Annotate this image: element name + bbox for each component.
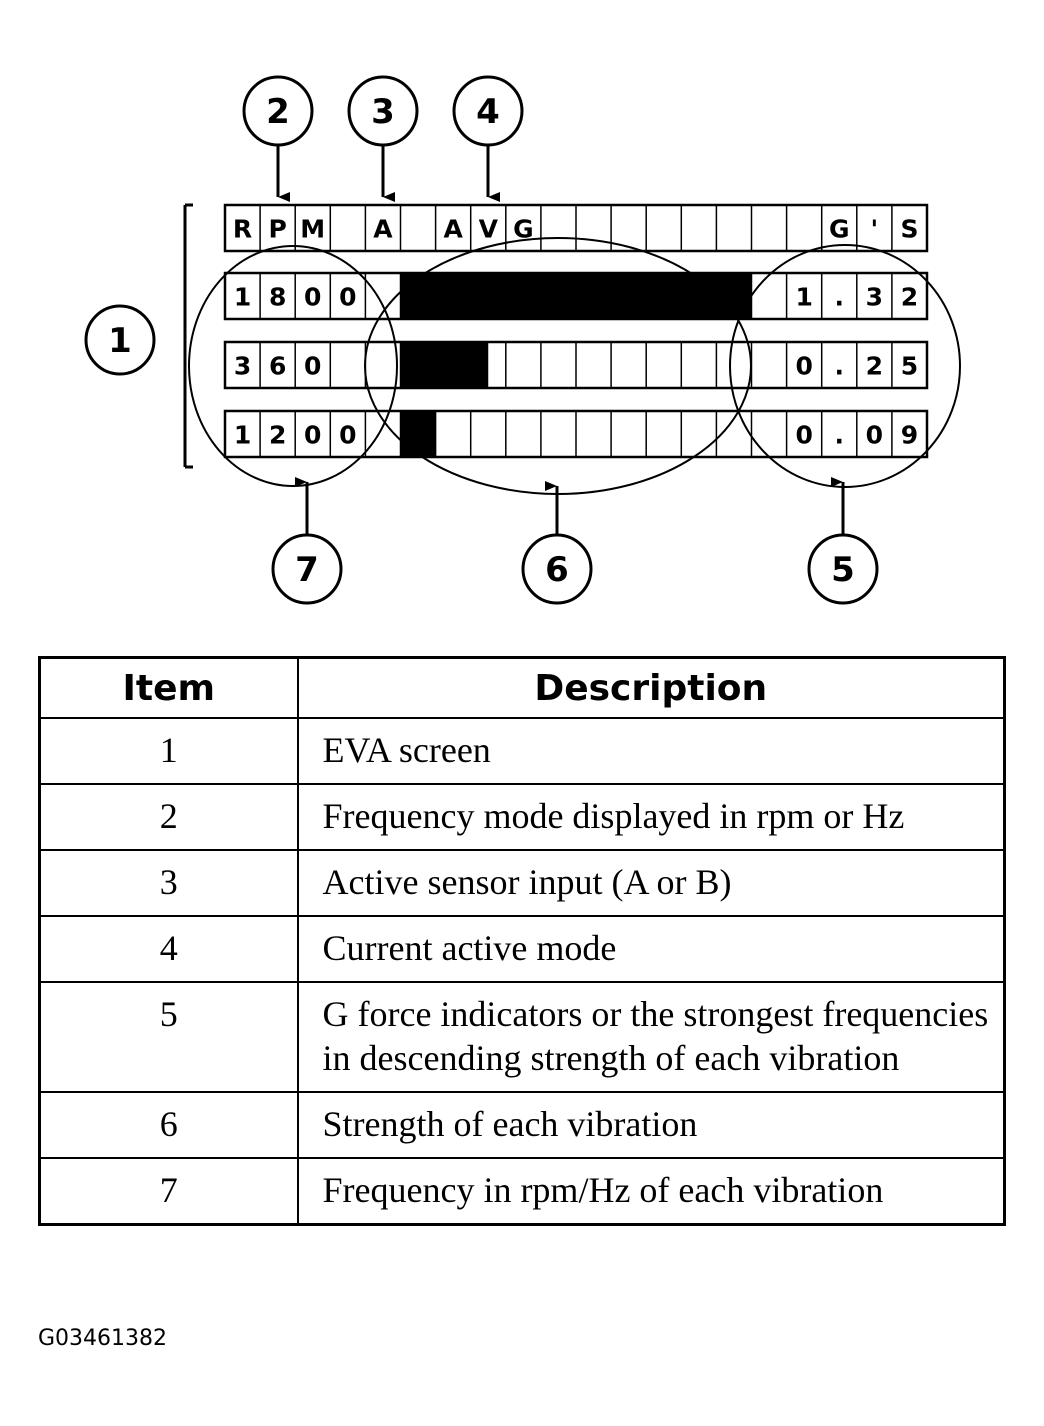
svg-text:2: 2 — [266, 92, 290, 132]
legend-row: 6 Strength of each vibration — [38, 1091, 1006, 1159]
item-number: 6 — [38, 1091, 299, 1159]
screen-character: 0 — [339, 283, 356, 312]
item-description: G force indicators or the strongest freq… — [296, 981, 1006, 1093]
item-number: 2 — [38, 783, 299, 851]
screen-character: 1 — [234, 421, 251, 450]
item-description: Frequency mode displayed in rpm or Hz — [296, 783, 1006, 851]
svg-text:1: 1 — [108, 321, 132, 361]
svg-text:4: 4 — [476, 92, 500, 132]
description-column-header: Description — [296, 656, 1006, 719]
callout-4: 4 — [452, 75, 524, 202]
legend-row: 1 EVA screen — [38, 717, 1006, 785]
legend-row: 3 Active sensor input (A or B) — [38, 849, 1006, 917]
legend-header-row: Item Description — [38, 656, 1006, 719]
callout-6: 6 — [521, 481, 593, 605]
item-number: 1 — [38, 717, 299, 785]
legend-row: 5 G force indicators or the strongest fr… — [38, 981, 1006, 1093]
screen-character: G — [513, 215, 534, 244]
screen-character: 0 — [866, 421, 883, 450]
screen-character: S — [900, 215, 918, 244]
callout-5: 5 — [807, 477, 879, 605]
item-description: Frequency in rpm/Hz of each vibration — [296, 1157, 1006, 1226]
svg-text:5: 5 — [831, 550, 855, 590]
screen-character: R — [233, 215, 252, 244]
item-number: 4 — [38, 915, 299, 983]
screen-character: 0 — [304, 421, 321, 450]
screen-character: . — [835, 421, 845, 450]
screen-character: 3 — [234, 352, 251, 381]
legend-row: 4 Current active mode — [38, 915, 1006, 983]
callout-2: 2 — [242, 75, 314, 202]
screen-character: 5 — [901, 352, 918, 381]
legend-row: 7 Frequency in rpm/Hz of each vibration — [38, 1157, 1006, 1226]
screen-character: 0 — [339, 421, 356, 450]
screen-character: 2 — [901, 283, 918, 312]
screen-character: . — [835, 352, 845, 381]
legend-table: Item Description 1 EVA screen 2 Frequenc… — [38, 656, 1006, 1226]
svg-text:7: 7 — [295, 550, 319, 590]
screen-character: V — [479, 215, 499, 244]
screen-character: 0 — [795, 352, 812, 381]
screen-character: A — [373, 215, 393, 244]
vibration-strength-bar — [400, 342, 489, 388]
svg-text:3: 3 — [371, 92, 395, 132]
screen-character: ' — [871, 215, 879, 244]
gforce-group-ellipse — [729, 244, 961, 488]
screen-character: 6 — [269, 352, 286, 381]
screen-character: 1 — [795, 283, 812, 312]
item-number: 3 — [38, 849, 299, 917]
screen-character: 2 — [866, 352, 883, 381]
item-number: 5 — [38, 981, 299, 1093]
screen-character: 3 — [866, 283, 883, 312]
callout-3: 3 — [347, 75, 419, 202]
screen-character: A — [443, 215, 463, 244]
item-description: EVA screen — [296, 717, 1006, 785]
svg-text:6: 6 — [545, 550, 569, 590]
item-number: 7 — [38, 1157, 299, 1226]
item-description: Active sensor input (A or B) — [296, 849, 1006, 917]
screen-character: 8 — [269, 283, 286, 312]
screen-character: 0 — [304, 283, 321, 312]
callout-7: 7 — [271, 477, 343, 605]
figure-code: G03461382 — [38, 1326, 168, 1351]
vibration-strength-bar — [400, 411, 436, 457]
screen-character: M — [300, 215, 325, 244]
screen-character: 2 — [269, 421, 286, 450]
screen-character: 0 — [795, 421, 812, 450]
screen-character: G — [829, 215, 850, 244]
screen-character: 0 — [304, 352, 321, 381]
legend-row: 2 Frequency mode displayed in rpm or Hz — [38, 783, 1006, 851]
screen-character: P — [268, 215, 286, 244]
item-description: Current active mode — [296, 915, 1006, 983]
frequency-group-ellipse — [188, 245, 398, 487]
item-column-header: Item — [38, 656, 299, 719]
callout-1: 1 — [84, 304, 156, 376]
screen-character: 1 — [234, 283, 251, 312]
item-description: Strength of each vibration — [296, 1091, 1006, 1159]
screen-character: . — [835, 283, 845, 312]
screen-character: 9 — [901, 421, 918, 450]
screen-bracket — [183, 203, 193, 469]
